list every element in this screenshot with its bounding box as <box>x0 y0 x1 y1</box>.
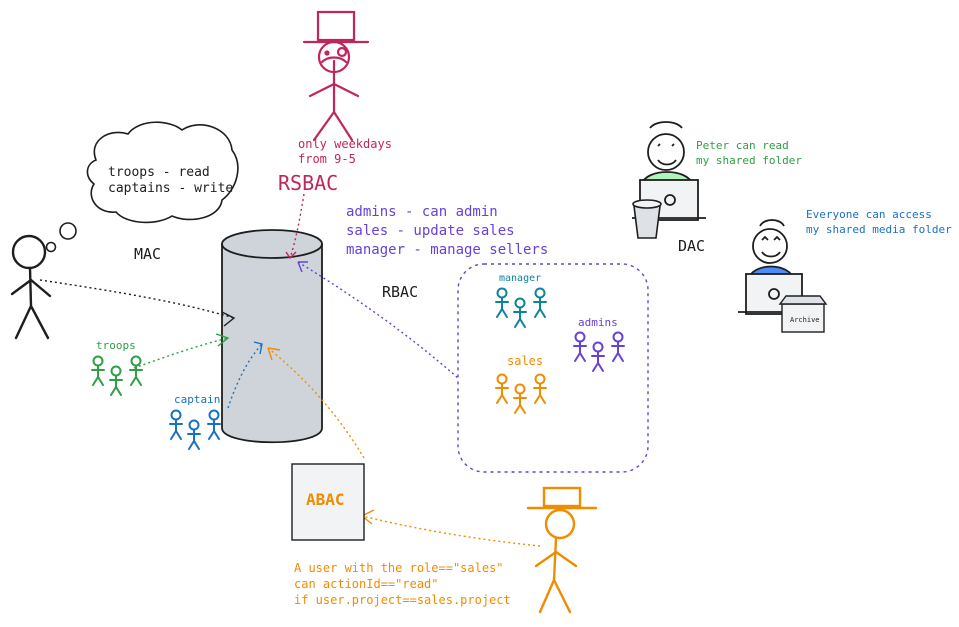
everyone-note-line-1: Everyone can access <box>806 208 932 221</box>
abac-user-figure <box>526 486 598 614</box>
manager-people-icon <box>495 287 547 328</box>
captain-people-icon <box>169 409 221 450</box>
captain-label: captain <box>174 393 221 406</box>
rbac-arrow <box>297 261 459 379</box>
rbac-rule-2: sales - update sales <box>346 223 515 239</box>
everyone-note-line-2: my shared media folder <box>806 223 952 236</box>
trash-bin-icon <box>632 199 662 239</box>
peter-note-line-1: Peter can read <box>696 139 789 152</box>
rsbac-arrow <box>289 193 305 259</box>
admins-people-icon <box>573 331 625 372</box>
admins-group-label: admins <box>578 316 618 329</box>
abac-label: ABAC <box>306 490 345 509</box>
rsbac-note-line-1: only weekdays <box>298 137 392 151</box>
archive-box-icon <box>778 295 828 333</box>
rsbac-label: RSBAC <box>278 171 339 195</box>
thought-line-1: troops - read <box>108 165 210 180</box>
abac-rule-line-3: if user.project==sales.project <box>294 593 511 607</box>
manager-group-label: manager <box>499 273 542 284</box>
peter-note-line-2: my shared folder <box>696 154 802 167</box>
abac-db-arrow <box>267 347 365 459</box>
abac-box-arrow <box>361 515 541 547</box>
rsbac-user-figure <box>302 10 370 142</box>
troops-people-icon <box>91 355 143 396</box>
rbac-label: RBAC <box>382 283 419 301</box>
database-cylinder <box>221 229 323 444</box>
abac-box <box>291 463 365 541</box>
troops-label: troops <box>96 339 136 352</box>
abac-rule-line-2: can actionId=="read" <box>294 577 439 591</box>
troops-arrow <box>133 337 229 369</box>
mac-label: MAC <box>134 245 162 263</box>
archive-label: Archive <box>790 316 820 324</box>
thought-line-2: captains - write <box>108 181 234 196</box>
rbac-rule-1: admins - can admin <box>346 204 498 220</box>
mac-user-figure <box>10 234 52 340</box>
sales-group-label: sales <box>507 354 544 368</box>
thought-cloud <box>45 121 239 253</box>
dac-label: DAC <box>678 237 706 255</box>
sales-people-icon <box>495 373 547 414</box>
mac-arrow <box>39 279 235 319</box>
abac-rule-line-1: A user with the role=="sales" <box>294 561 504 575</box>
rbac-rule-3: manager - manage sellers <box>346 242 549 258</box>
rbac-group-box <box>457 263 649 473</box>
captain-arrow <box>227 343 263 409</box>
everyone-figure <box>738 219 812 315</box>
rsbac-note-line-2: from 9-5 <box>298 152 356 166</box>
